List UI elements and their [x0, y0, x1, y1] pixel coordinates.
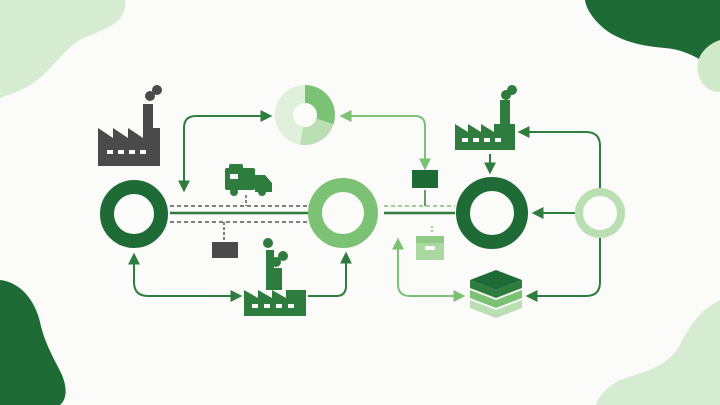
- arrow-far-right-to-layers: [525, 238, 601, 302]
- corner-decoration-bottom-right: [596, 300, 720, 405]
- hub-far-right: [575, 188, 625, 238]
- arrow-factory-to-hub-center: [308, 251, 352, 297]
- arrow-hub-center-to-layers: [392, 237, 466, 302]
- connection-lines: [128, 110, 601, 302]
- hub-left: [100, 180, 168, 248]
- factory-icon-bottom: [244, 238, 306, 316]
- hub-center: [308, 178, 378, 248]
- arrow-hub-left-to-pie: [178, 110, 273, 193]
- hub-right: [456, 177, 528, 249]
- arrow-pie-to-right: [339, 110, 431, 171]
- package-icon: [416, 236, 444, 260]
- arrow-far-right-to-factory: [517, 126, 601, 190]
- pie-chart-icon: [274, 84, 335, 146]
- factory-icon-top-right: [455, 85, 517, 150]
- arrow-hub-left-to-factory: [128, 252, 243, 302]
- corner-decoration-top-left: [0, 0, 126, 98]
- box-icon: [212, 242, 238, 258]
- factory-icon-top-left: [98, 85, 162, 166]
- corner-decoration-top-right: [585, 0, 720, 92]
- layers-stack-icon: [470, 270, 522, 318]
- corner-decoration-bottom-left: [0, 280, 66, 405]
- delivery-truck-icon: [225, 164, 272, 196]
- right-box-icon: [412, 170, 438, 188]
